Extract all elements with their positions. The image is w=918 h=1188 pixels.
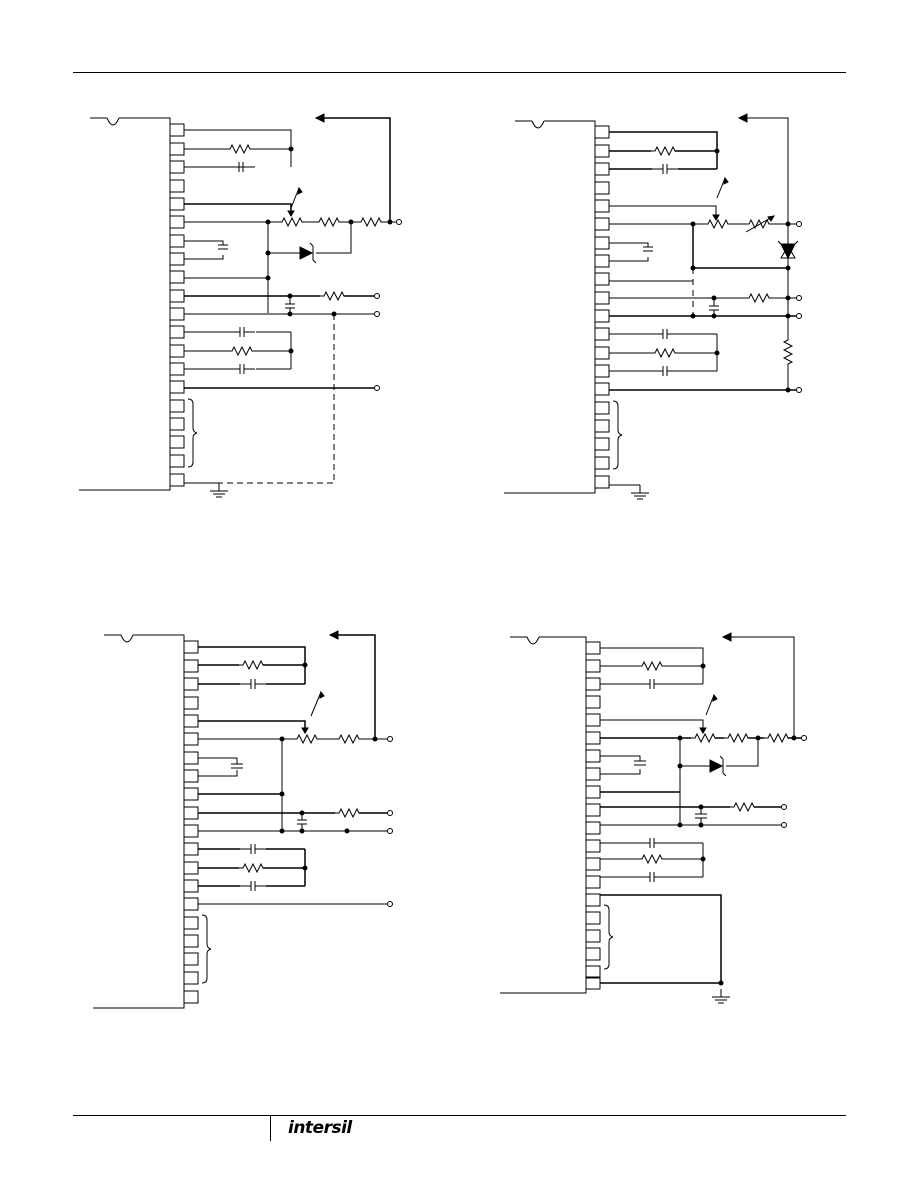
schematic-bottom-right xyxy=(500,632,807,1004)
header-rule xyxy=(73,72,846,73)
chip-notch xyxy=(106,117,120,126)
footer-rule xyxy=(73,1115,846,1116)
schematic-top-right xyxy=(504,113,802,500)
schematic-bottom-left xyxy=(93,630,393,1009)
schematic-top-left xyxy=(79,113,402,498)
brace xyxy=(187,398,198,468)
intersil-logo: intersil xyxy=(288,1118,352,1138)
chip-body xyxy=(79,117,171,491)
footer-separator xyxy=(270,1115,271,1141)
pin-column xyxy=(169,123,185,487)
